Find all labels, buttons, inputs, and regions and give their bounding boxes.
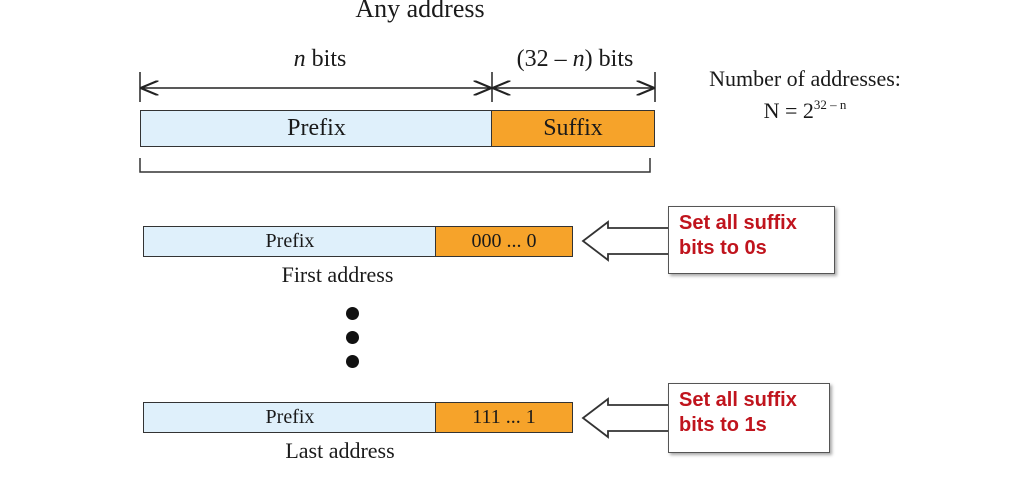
last-address-caption: Last address <box>285 438 395 463</box>
ellipsis-dot-3 <box>346 355 359 368</box>
first-callout-arrow <box>581 220 668 262</box>
first-prefix-label: Prefix <box>265 230 315 252</box>
n-bits-text: bits <box>305 46 347 72</box>
suffix-bits-var: n <box>572 46 585 72</box>
top-prefix-segment: Prefix <box>140 110 493 147</box>
suffix-bits-label: (32 – n) bits <box>490 46 660 73</box>
number-of-addresses: Number of addresses: N = 232 – n <box>680 66 930 124</box>
first-callout: Set all suffix bits to 0s <box>668 206 835 274</box>
first-suffix-segment: 000 ... 0 <box>435 226 573 257</box>
first-prefix-segment: Prefix <box>143 226 437 257</box>
suffix-bits-pre: (32 – <box>516 46 573 72</box>
last-suffix-value: 111 ... 1 <box>472 406 536 428</box>
top-suffix-segment: Suffix <box>491 110 655 147</box>
top-prefix-label: Prefix <box>287 115 346 141</box>
last-prefix-label: Prefix <box>265 406 315 428</box>
ellipsis-dot-1 <box>346 307 359 320</box>
number-of-addresses-formula: N = 232 – n <box>680 92 930 124</box>
n-bits-label: n bits <box>240 46 400 73</box>
n-variable: n <box>293 46 306 72</box>
first-suffix-value: 000 ... 0 <box>471 230 537 252</box>
top-suffix-label: Suffix <box>543 115 603 141</box>
address-block-bracket <box>139 158 651 173</box>
ellipsis-dot-2 <box>346 331 359 344</box>
last-callout-line1: Set all suffix <box>679 389 797 411</box>
first-address-caption: First address <box>281 262 394 287</box>
last-callout-line2: bits to 1s <box>679 414 767 436</box>
formula-base: N = 2 <box>763 98 814 123</box>
last-callout-arrow <box>581 397 668 439</box>
last-prefix-segment: Prefix <box>143 402 437 433</box>
first-callout-line1: Set all suffix <box>679 212 797 234</box>
last-suffix-segment: 111 ... 1 <box>435 402 573 433</box>
formula-exponent: 32 – n <box>813 97 847 112</box>
first-callout-line2: bits to 0s <box>679 237 767 259</box>
last-callout: Set all suffix bits to 1s <box>668 383 830 453</box>
suffix-bits-post: ) bits <box>584 46 634 72</box>
diagram-title: Any address <box>355 0 485 23</box>
number-of-addresses-label: Number of addresses: <box>709 66 901 91</box>
